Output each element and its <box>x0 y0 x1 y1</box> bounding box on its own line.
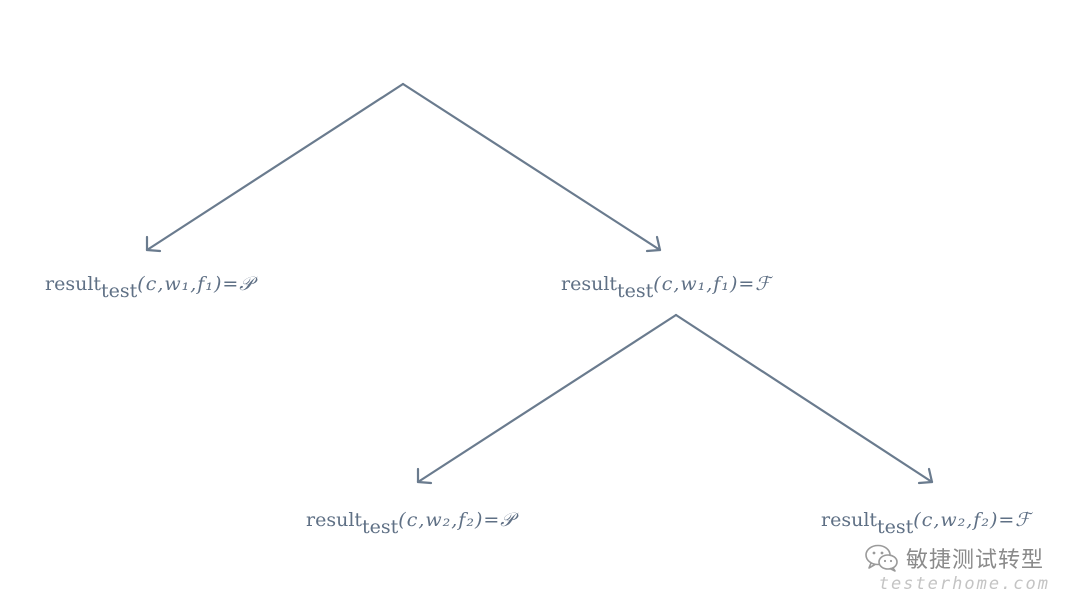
edge-root-to-left-arrowhead <box>145 235 162 253</box>
edge-right-to-bottom-right-arrowhead <box>917 467 934 485</box>
node-bottom-right-func: result <box>821 509 878 531</box>
watermark: 敏捷测试转型 <box>864 542 1044 574</box>
edge-right-to-bottom-left-arrowhead <box>416 467 433 485</box>
edge-root-to-left <box>145 82 405 252</box>
edge-right-to-bottom-left <box>416 313 678 484</box>
node-left-outcome: 𝒫 <box>239 273 253 295</box>
node-left-subscript: test <box>101 280 138 302</box>
node-bottom-right-args: (c,w₂,f₂)= <box>913 509 1016 531</box>
edge-right-to-bottom-right <box>674 313 934 484</box>
node-left-func: result <box>45 273 102 295</box>
edge-root-to-right-arrowhead <box>645 235 662 253</box>
wechat-icon <box>865 544 898 572</box>
node-bottom-left-args: (c,w₂,f₂)= <box>398 509 501 531</box>
node-bottom-left-func: result <box>306 509 363 531</box>
node-right-outcome: ℱ <box>755 273 771 295</box>
node-left-result-pass: resulttest(c,w₁,f₁)=𝒫 <box>45 275 253 301</box>
watermark-url: testerhome.com <box>878 574 1050 594</box>
node-bottom-right-subscript: test <box>877 516 914 538</box>
node-right-args: (c,w₁,f₁)= <box>653 273 756 295</box>
node-right-result-fail: resulttest(c,w₁,f₁)=ℱ <box>561 275 770 301</box>
node-bottom-left-subscript: test <box>362 516 399 538</box>
node-right-func: result <box>561 273 618 295</box>
node-bottom-left-result-pass: resulttest(c,w₂,f₂)=𝒫 <box>306 511 514 537</box>
node-bottom-left-outcome: 𝒫 <box>500 509 514 531</box>
watermark-brand: 敏捷测试转型 <box>905 548 1044 573</box>
node-bottom-right-result-fail: resulttest(c,w₂,f₂)=ℱ <box>821 511 1030 537</box>
edge-root-to-right <box>401 82 662 252</box>
node-right-subscript: test <box>617 280 654 302</box>
node-bottom-right-outcome: ℱ <box>1015 509 1031 531</box>
node-left-args: (c,w₁,f₁)= <box>137 273 240 295</box>
